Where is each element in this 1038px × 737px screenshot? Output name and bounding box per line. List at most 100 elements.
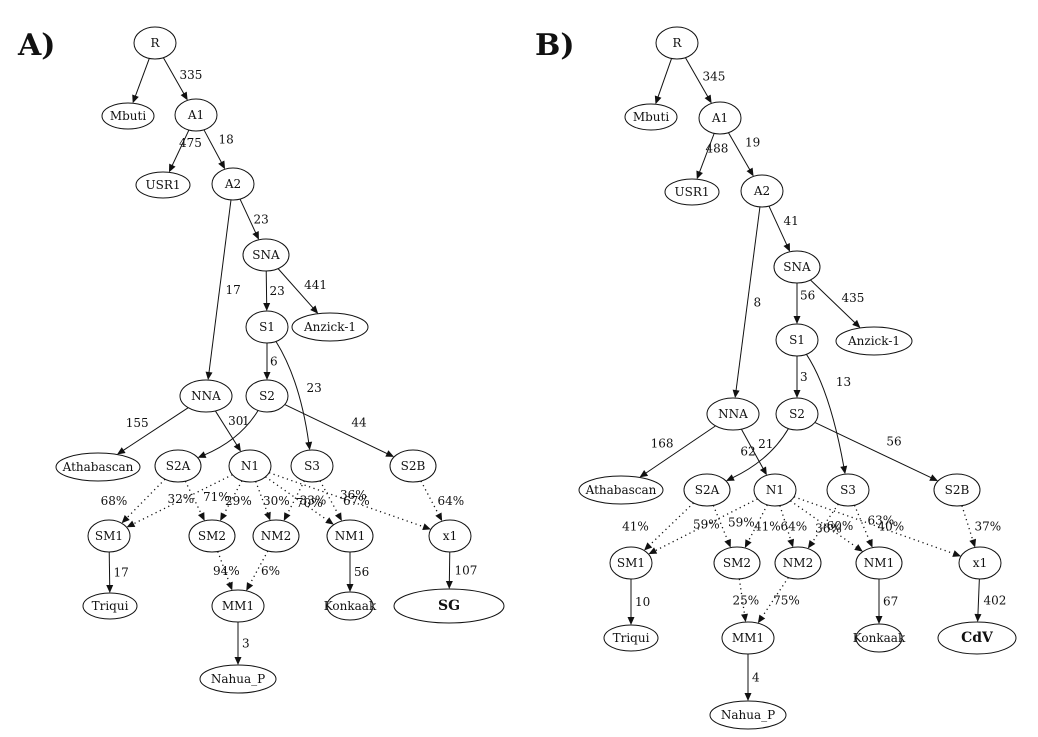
edge-label-n1-to-x1: 63% <box>868 514 895 528</box>
edge-label-s3-to-nm2: 36% <box>815 521 842 535</box>
node-konkaak: Konkaak <box>324 591 377 621</box>
edge-label-s3-to-nm2: 70% <box>296 496 323 510</box>
edge-label-n1-to-sm2: 29% <box>225 494 252 508</box>
node-ellipse <box>655 26 699 60</box>
arrowhead-icon <box>263 302 271 312</box>
arrowhead-icon <box>168 163 176 173</box>
edge-label-s2-to-s2b: 44 <box>351 416 367 430</box>
arrowhead-icon <box>116 447 126 455</box>
edge-r-to-mbuti <box>657 58 673 98</box>
node-ellipse <box>624 103 678 131</box>
edge-label-s2a-to-sm1: 41% <box>622 520 649 534</box>
edge-label-x1-to-sample: 402 <box>984 593 1007 607</box>
arrowhead-icon <box>263 372 271 380</box>
node-ellipse <box>252 519 300 553</box>
node-triqui: Triqui <box>603 624 659 652</box>
edge-label-sna-to-s1: 56 <box>800 289 815 303</box>
edge-label-s1-to-s2: 6 <box>270 355 278 369</box>
node-mbuti: Mbuti <box>101 102 155 130</box>
edge-a1-to-usr1 <box>171 129 190 167</box>
arrowhead-icon <box>234 657 242 665</box>
node-mm1: MM1 <box>211 589 265 623</box>
arrowhead-icon <box>793 390 801 398</box>
edge-s2-to-s2b <box>284 404 388 455</box>
edge-s2b-to-x1 <box>420 480 440 516</box>
node-label: MM1 <box>732 631 764 645</box>
node-s2a: S2A <box>154 449 202 483</box>
arrowhead-icon <box>305 441 313 451</box>
arrowhead-icon <box>226 581 233 591</box>
edge-nm2-to-mm1 <box>249 550 269 585</box>
edge-label-nm2-to-mm1: 75% <box>773 593 800 607</box>
edge-label-n1-to-nm2: 64% <box>780 519 807 533</box>
node-label: A1 <box>711 111 728 125</box>
arrowhead-icon <box>639 470 649 478</box>
arrowhead-icon <box>840 465 848 475</box>
node-label: USR1 <box>674 185 709 199</box>
edge-label-r-to-a1: 335 <box>180 68 203 82</box>
edge-label-nm1-to-konkaak: 56 <box>354 565 369 579</box>
node-label: R <box>672 36 682 50</box>
node-s2a: S2A <box>683 473 731 507</box>
arrowhead-icon <box>126 520 136 528</box>
node-ellipse <box>291 312 369 342</box>
arrowhead-icon <box>233 442 241 452</box>
node-usr1: USR1 <box>135 171 191 199</box>
node-ellipse <box>774 546 822 580</box>
edge-r-to-mbuti <box>134 58 150 97</box>
node-nahua: Nahua_P <box>199 664 277 694</box>
arrowhead-icon <box>974 613 982 623</box>
node-label: Athabascan <box>585 483 657 497</box>
edge-label-s2b-to-x1: 64% <box>438 494 465 508</box>
arrowhead-icon <box>969 538 977 548</box>
arrowhead-icon <box>741 613 748 623</box>
arrowhead-icon <box>875 616 883 624</box>
node-ellipse <box>933 473 981 507</box>
edge-a2-to-sna <box>768 205 788 246</box>
arrowhead-icon <box>132 94 139 104</box>
node-athabascan: Athabascan <box>55 452 141 482</box>
edge-label-s1-to-s3: 13 <box>836 375 851 389</box>
edge-n1-to-x1 <box>793 496 955 555</box>
edge-label-s2a-to-sm1: 68% <box>101 494 128 508</box>
node-sm1: SM1 <box>609 546 653 580</box>
node-n1: N1 <box>753 473 797 507</box>
edge-label-nna-to-athabascan: 155 <box>126 416 149 430</box>
edge-s2-to-s2b <box>814 422 932 479</box>
node-ellipse <box>290 449 334 483</box>
arrowhead-icon <box>746 167 754 177</box>
node-label: x1 <box>443 529 457 543</box>
edge-label-sm1-to-triqui: 10 <box>635 595 650 609</box>
node-sm1: SM1 <box>87 519 131 553</box>
node-ellipse <box>393 588 505 624</box>
node-nm1: NM1 <box>326 519 374 553</box>
node-label: SM1 <box>617 556 645 570</box>
node-x1: x1 <box>428 519 472 553</box>
node-label: SG <box>438 598 460 614</box>
edge-label-s2a-to-sm2: 59% <box>728 516 755 530</box>
edge-sm2-to-mm1 <box>217 551 231 585</box>
arrowhead-icon <box>220 512 228 522</box>
edge-n1-to-sm1 <box>654 498 758 552</box>
edge-s2a-to-sm1 <box>126 478 166 519</box>
node-sm2: SM2 <box>713 546 761 580</box>
node-nna: NNA <box>706 397 760 431</box>
edge-label-nna-to-n1: 21 <box>758 437 773 451</box>
node-s3: S3 <box>826 473 870 507</box>
node-label: S2B <box>945 483 970 497</box>
arrowhead-icon <box>654 95 662 105</box>
edge-a2-to-sna <box>239 198 257 234</box>
edge-n1-to-sm2 <box>222 480 243 516</box>
node-ellipse <box>135 171 191 199</box>
node-label: Triqui <box>92 599 129 613</box>
node-label: N1 <box>766 483 784 497</box>
edge-a2-to-nna <box>208 199 232 374</box>
node-ellipse <box>199 664 277 694</box>
node-ellipse <box>958 546 1002 580</box>
node-a2: A2 <box>211 167 255 201</box>
edge-n1-to-nm1 <box>265 476 329 522</box>
node-ellipse <box>179 379 233 413</box>
